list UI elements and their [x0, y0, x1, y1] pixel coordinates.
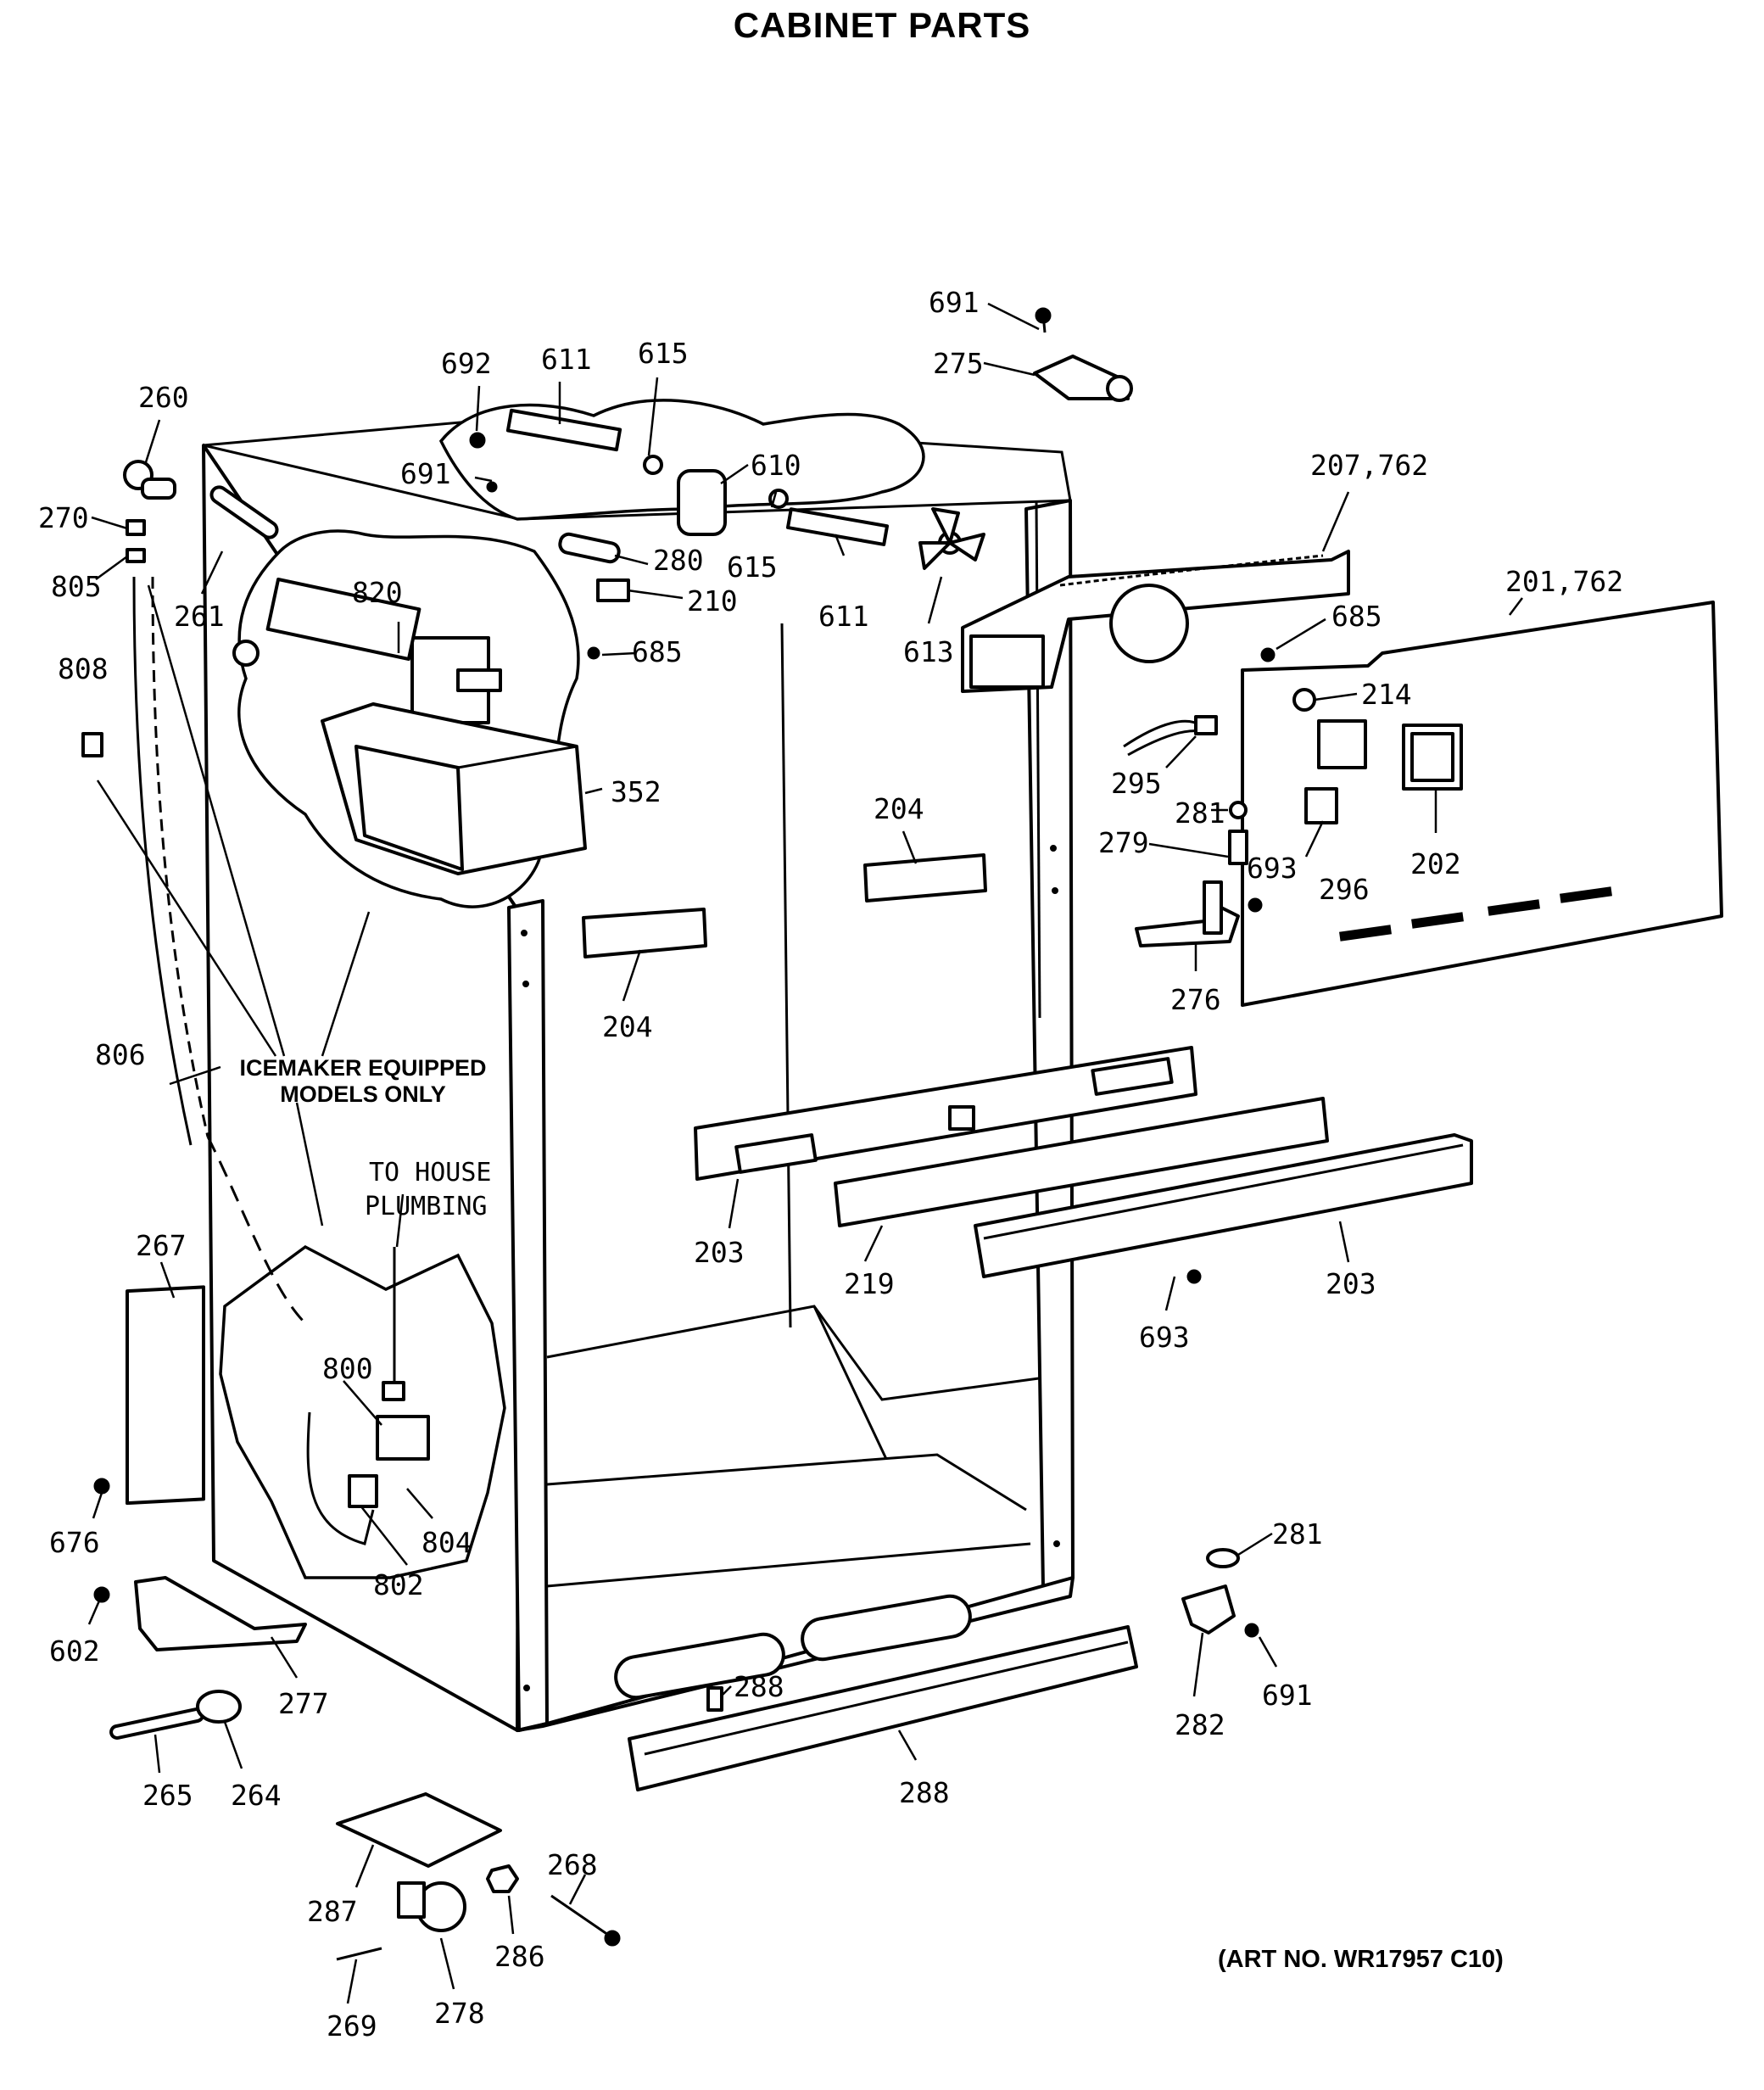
label-202: 202 [1410, 847, 1461, 880]
label-203-right: 203 [1326, 1267, 1376, 1300]
label-207-762: 207,762 [1310, 449, 1428, 482]
label-276: 276 [1170, 983, 1221, 1016]
label-203-left: 203 [694, 1236, 745, 1269]
label-296: 296 [1319, 873, 1370, 906]
label-693-bottom: 693 [1139, 1321, 1190, 1354]
label-808: 808 [58, 652, 109, 685]
label-685-mid: 685 [632, 635, 683, 668]
label-613: 613 [903, 635, 954, 668]
label-277: 277 [278, 1687, 329, 1720]
label-685-right: 685 [1331, 600, 1382, 633]
label-210: 210 [687, 584, 738, 618]
label-820: 820 [352, 576, 403, 609]
label-219: 219 [844, 1267, 895, 1300]
label-602: 602 [49, 1635, 100, 1668]
label-286: 286 [494, 1940, 545, 1973]
art-number: (ART NO. WR17957 C10) [1218, 1946, 1504, 1973]
label-615-top: 615 [638, 337, 689, 370]
part-labels: 691 275 692 611 615 610 691 615 611 280 … [38, 286, 1623, 2042]
rear-control-panel [1123, 601, 1723, 1007]
leader-lines [87, 302, 1523, 2004]
label-201-762: 201,762 [1505, 565, 1623, 598]
label-611-mid: 611 [818, 600, 869, 633]
label-204-left: 204 [602, 1010, 653, 1043]
label-692: 692 [441, 347, 492, 380]
label-264: 264 [231, 1779, 282, 1812]
icemaker-cutout [232, 529, 587, 908]
icemaker-callout: ICEMAKER EQUIPPED MODELS ONLY [219, 1055, 507, 1108]
label-204-right: 204 [874, 792, 924, 825]
label-214: 214 [1361, 678, 1412, 711]
label-288-clip: 288 [734, 1670, 784, 1703]
label-278: 278 [434, 1997, 485, 2030]
label-288-grille: 288 [899, 1776, 950, 1809]
plumbing-cutout [219, 1244, 506, 1579]
label-691-mid: 691 [400, 457, 451, 490]
bottom-parts [93, 432, 1276, 1961]
label-265: 265 [142, 1779, 193, 1812]
label-693-right: 693 [1247, 852, 1298, 885]
icemaker-callout-line-1: ICEMAKER EQUIPPED [239, 1055, 487, 1081]
label-676: 676 [49, 1526, 100, 1559]
page-title: CABINET PARTS [733, 5, 1031, 45]
label-281-bottom: 281 [1272, 1517, 1323, 1551]
label-802: 802 [373, 1568, 424, 1601]
label-280: 280 [653, 544, 704, 577]
label-268: 268 [547, 1848, 598, 1881]
label-260: 260 [138, 381, 189, 414]
label-281-right: 281 [1175, 796, 1225, 830]
icemaker-callout-line-2: MODELS ONLY [280, 1081, 446, 1107]
label-804: 804 [421, 1526, 472, 1559]
label-261: 261 [174, 600, 225, 633]
label-800: 800 [322, 1352, 373, 1385]
label-691-top: 691 [929, 286, 980, 319]
label-279: 279 [1098, 826, 1149, 859]
brackets-204 [582, 853, 987, 958]
plumbing-label-line-1: TO HOUSE [369, 1158, 492, 1188]
label-275: 275 [933, 347, 984, 380]
label-805: 805 [51, 570, 102, 603]
label-270: 270 [38, 501, 89, 534]
label-282: 282 [1175, 1708, 1225, 1741]
label-352: 352 [611, 775, 662, 808]
label-269: 269 [327, 2009, 377, 2042]
label-295: 295 [1111, 767, 1162, 800]
plumbing-label-line-2: PLUMBING [365, 1192, 488, 1221]
label-287: 287 [307, 1895, 358, 1928]
label-615-mid: 615 [727, 550, 778, 584]
trim-strips [694, 1046, 1473, 1278]
label-691-bottom: 691 [1262, 1679, 1313, 1712]
top-hardware [81, 307, 1350, 1325]
label-610: 610 [751, 449, 801, 482]
label-611-top: 611 [541, 343, 592, 376]
label-267: 267 [136, 1229, 187, 1262]
label-806: 806 [95, 1038, 146, 1071]
